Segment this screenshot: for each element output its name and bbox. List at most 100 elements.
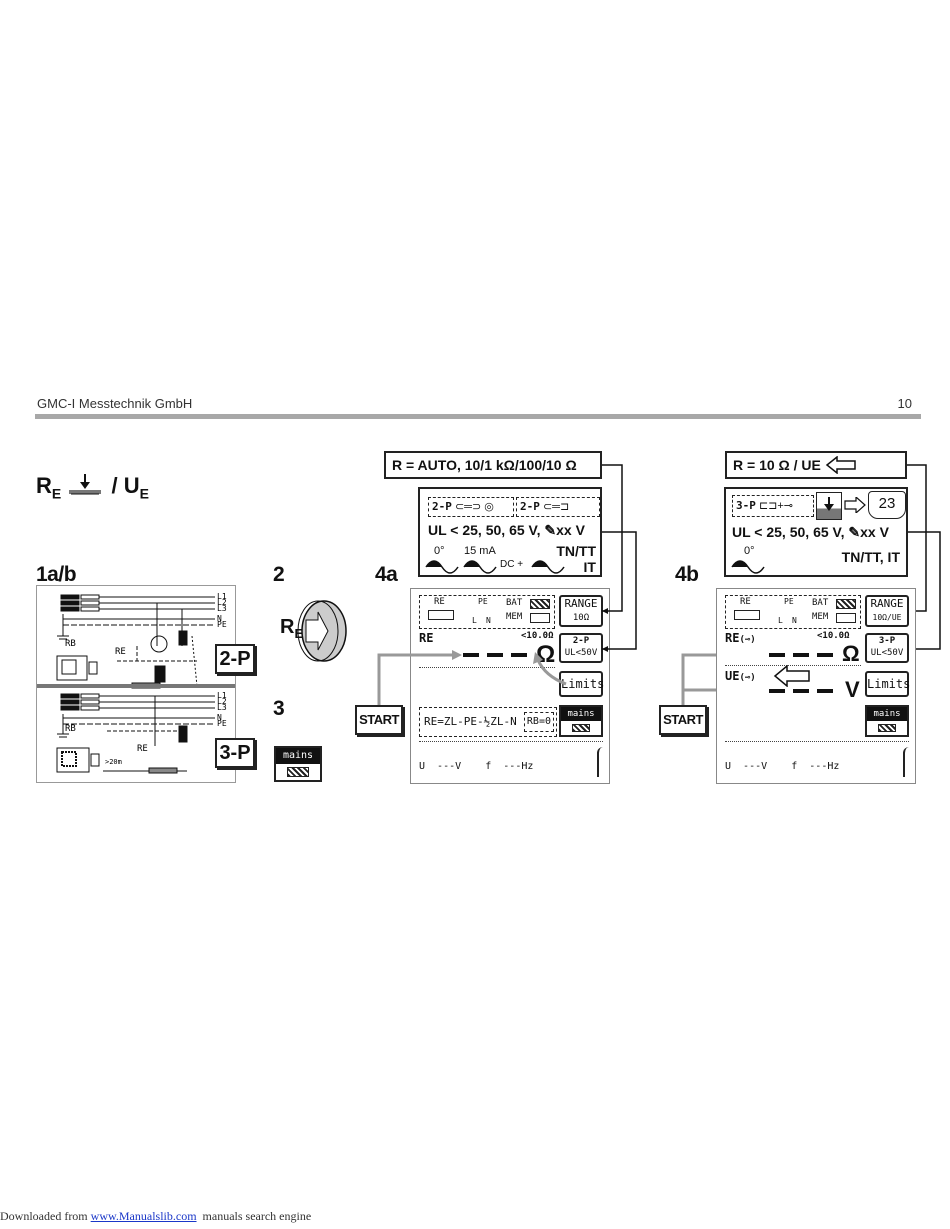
step-4a: 4a	[375, 563, 398, 586]
ma-15: 15 mA	[464, 545, 496, 557]
memory-icon	[530, 613, 550, 623]
company-name: GMC-I Messtechnik GmbH	[37, 396, 193, 411]
svg-text:L2: L2	[217, 598, 227, 607]
footer-prefix: Downloaded from	[0, 1209, 91, 1223]
header-rule	[35, 414, 921, 419]
range-label-right: R = 10 Ω / UE	[725, 451, 907, 479]
range-button-left[interactable]: RANGE 10Ω	[559, 595, 603, 627]
probe-icon: ⊂═⊃ ◎	[454, 501, 494, 513]
battery-icon	[287, 767, 309, 777]
svg-text:L2: L2	[217, 697, 227, 706]
range-button-right[interactable]: RANGE 10Ω/UE	[865, 595, 909, 627]
waveform-icons	[425, 560, 565, 574]
reading-dashes	[463, 653, 527, 657]
section-title: RE / UE	[36, 472, 149, 501]
option-3p[interactable]: 3-P ⊏⊐+⊸	[732, 495, 814, 517]
it-label: IT	[583, 559, 596, 575]
re-label-top: RE	[115, 647, 126, 657]
limit-value-left: <10.0Ω	[521, 631, 554, 641]
step-1ab: 1a/b	[36, 563, 77, 586]
battery-level-icon	[530, 599, 550, 609]
scroll-bracket-right	[903, 747, 911, 777]
dc-plus: DC +	[500, 559, 524, 570]
resistor-icon-right	[734, 610, 760, 620]
device-screen-left: RE PE L N BAT MEM RANGE 10Ω RE <10.0Ω Ω …	[410, 588, 610, 784]
footer: Downloaded from www.Manualslib.com manua…	[0, 1209, 311, 1224]
knob-label: RE	[280, 616, 304, 641]
start-button-right[interactable]: START	[659, 705, 707, 735]
title-u-sub: E	[139, 485, 149, 502]
mains-button-label: mains	[276, 748, 320, 764]
svg-text:L1: L1	[217, 592, 227, 601]
option-2p-b[interactable]: 2-P ⊂═⊐	[516, 497, 600, 517]
ul-options-right: UL < 25, 50, 65 V, ✎xx V	[732, 524, 889, 540]
ul-button-right[interactable]: 3-P UL<50V	[865, 633, 909, 663]
page-ref-book-icon[interactable]: 23	[868, 491, 906, 519]
re-reading-label-right: RE(⊸)	[725, 631, 756, 645]
svg-text:L3: L3	[217, 604, 227, 613]
ue-reading-label: UE(⊸)	[725, 669, 756, 683]
svg-text:L1: L1	[217, 691, 227, 700]
reading-dashes-ue	[769, 689, 833, 693]
deg-0-right: 0°	[744, 545, 755, 557]
svg-text:N: N	[217, 614, 222, 623]
page-number: 10	[897, 396, 912, 411]
title-sep: / U	[111, 473, 140, 498]
edit-icon: ✎	[544, 522, 557, 538]
deg-0: 0°	[434, 545, 445, 557]
manualslib-link[interactable]: www.Manualslib.com	[90, 1209, 197, 1223]
probe-small-icon: (⊸)	[739, 635, 756, 645]
ohm-unit: Ω	[536, 641, 556, 668]
title-r-sub: E	[51, 485, 62, 502]
three-p-badge: 3-P	[215, 738, 255, 768]
device-screen-right: RE PE L N BAT MEM RANGE 10Ω/UE RE(⊸) <10…	[716, 588, 916, 784]
title-r: R	[36, 473, 52, 498]
tn-tt: TN/TT	[556, 543, 596, 559]
ohm-unit-right: Ω	[842, 641, 860, 666]
options-box-right: 3-P ⊏⊐+⊸ 23 UL < 25, 50, 65 V, ✎xx V 0° …	[724, 487, 908, 577]
mains-button-right[interactable]: mains	[865, 705, 909, 737]
rb-label-top: RB	[65, 639, 76, 649]
edit-icon-right: ✎	[848, 524, 861, 540]
re-label-bottom: RE	[137, 744, 148, 754]
battery-level-icon-right	[836, 599, 856, 609]
step-4b: 4b	[675, 563, 699, 586]
rb-label-bottom: RB	[65, 724, 76, 734]
reading-dashes-re	[769, 653, 833, 657]
svg-text:PE: PE	[217, 719, 227, 728]
plug-icon: ⊂═⊐	[542, 501, 570, 513]
limit-value-right: <10.0Ω	[817, 631, 850, 641]
formula-box[interactable]: RE=ZL-PE-½ZL-N RB=0	[419, 707, 557, 737]
probe-pair-icon: ⊏⊐+⊸	[758, 500, 794, 512]
ul-options: UL < 25, 50, 65 V, ✎xx V	[428, 522, 585, 538]
arrow-left-outline-icon-screen	[773, 665, 810, 687]
option-2p-a[interactable]: 2-P ⊂═⊃ ◎	[428, 497, 514, 517]
step-2: 2	[273, 563, 285, 586]
rotary-knob[interactable]: RE	[278, 598, 350, 664]
svg-text:L3: L3	[217, 703, 227, 712]
distance-label: >20m	[105, 758, 122, 766]
status-box-left: RE PE L N BAT MEM	[419, 595, 555, 629]
memory-icon-right	[836, 613, 856, 623]
mains-button-left[interactable]: mains	[559, 705, 603, 737]
scroll-bracket	[597, 747, 605, 777]
voltage-frequency-row: U ---V f ---Hz	[419, 761, 534, 772]
ul-button-left[interactable]: 2-P UL<50V	[559, 633, 603, 663]
start-button-left[interactable]: START	[355, 705, 403, 735]
two-p-badge: 2-P	[215, 644, 255, 674]
rotary-knob-icon	[297, 600, 347, 662]
options-box-left: 2-P ⊂═⊃ ◎ 2-P ⊂═⊐ UL < 25, 50, 65 V, ✎xx…	[418, 487, 602, 577]
limits-button-left[interactable]: Limits	[559, 671, 604, 697]
svg-text:N: N	[217, 713, 222, 722]
limits-button-right[interactable]: Limits	[865, 671, 910, 697]
arrow-right-outline-icon	[844, 497, 866, 513]
volt-unit: V	[845, 677, 860, 702]
status-box-right: RE PE L N BAT MEM	[725, 595, 861, 629]
arrow-left-outline-icon	[825, 455, 856, 475]
step-3: 3	[273, 697, 285, 720]
mains-button[interactable]: mains	[274, 746, 322, 782]
earth-tab-icon[interactable]	[816, 492, 842, 520]
svg-text:PE: PE	[217, 620, 227, 629]
